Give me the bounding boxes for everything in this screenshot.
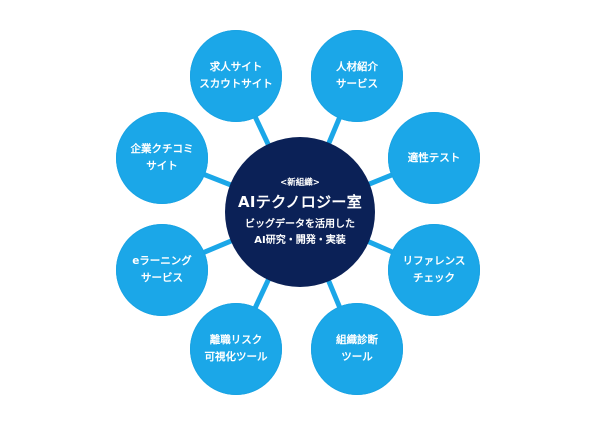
node-company-review-line-2: サイト: [146, 160, 178, 172]
node-elearning-line-1: eラーニング: [132, 255, 192, 268]
node-company-review-line-1: 企業クチコミ: [130, 143, 194, 156]
node-turnover-line-2: 可視化ツール: [204, 351, 268, 363]
node-reference-line-1: リファレンス: [402, 255, 466, 268]
node-org-diagnosis-line-2: ツール: [341, 351, 373, 363]
node-turnover: 離職リスク 可視化ツール: [190, 303, 282, 395]
node-aptitude: 適性テスト: [388, 112, 480, 204]
node-org-diagnosis-line-1: 組織診断: [336, 334, 378, 347]
center-tag: <新組織>: [280, 177, 320, 188]
node-job-scout-line-2: スカウトサイト: [199, 78, 273, 90]
center-sub-line-1: ビッグデータを活用した: [245, 218, 355, 230]
node-reference: リファレンス チェック: [388, 224, 480, 316]
node-aptitude-line-1: 適性テスト: [407, 151, 461, 164]
node-company-review: 企業クチコミ サイト: [116, 112, 208, 204]
node-elearning-line-2: サービス: [141, 272, 183, 284]
center-title: AIテクノロジー室: [238, 192, 362, 211]
node-turnover-line-1: 離職リスク: [209, 334, 263, 347]
center-sub-line-2: AI研究・開発・実装: [254, 234, 346, 246]
node-staffing: 人材紹介 サービス: [311, 30, 403, 122]
node-reference-line-2: チェック: [413, 272, 455, 284]
node-elearning: eラーニング サービス: [116, 224, 208, 316]
node-org-diagnosis: 組織診断 ツール: [311, 303, 403, 395]
center-node: <新組織> AIテクノロジー室 ビッグデータを活用した AI研究・開発・実装: [225, 137, 375, 287]
node-staffing-line-1: 人材紹介: [336, 61, 378, 74]
node-job-scout: 求人サイト スカウトサイト: [190, 30, 282, 122]
node-staffing-line-2: サービス: [336, 78, 378, 90]
node-job-scout-line-1: 求人サイト: [209, 61, 263, 74]
